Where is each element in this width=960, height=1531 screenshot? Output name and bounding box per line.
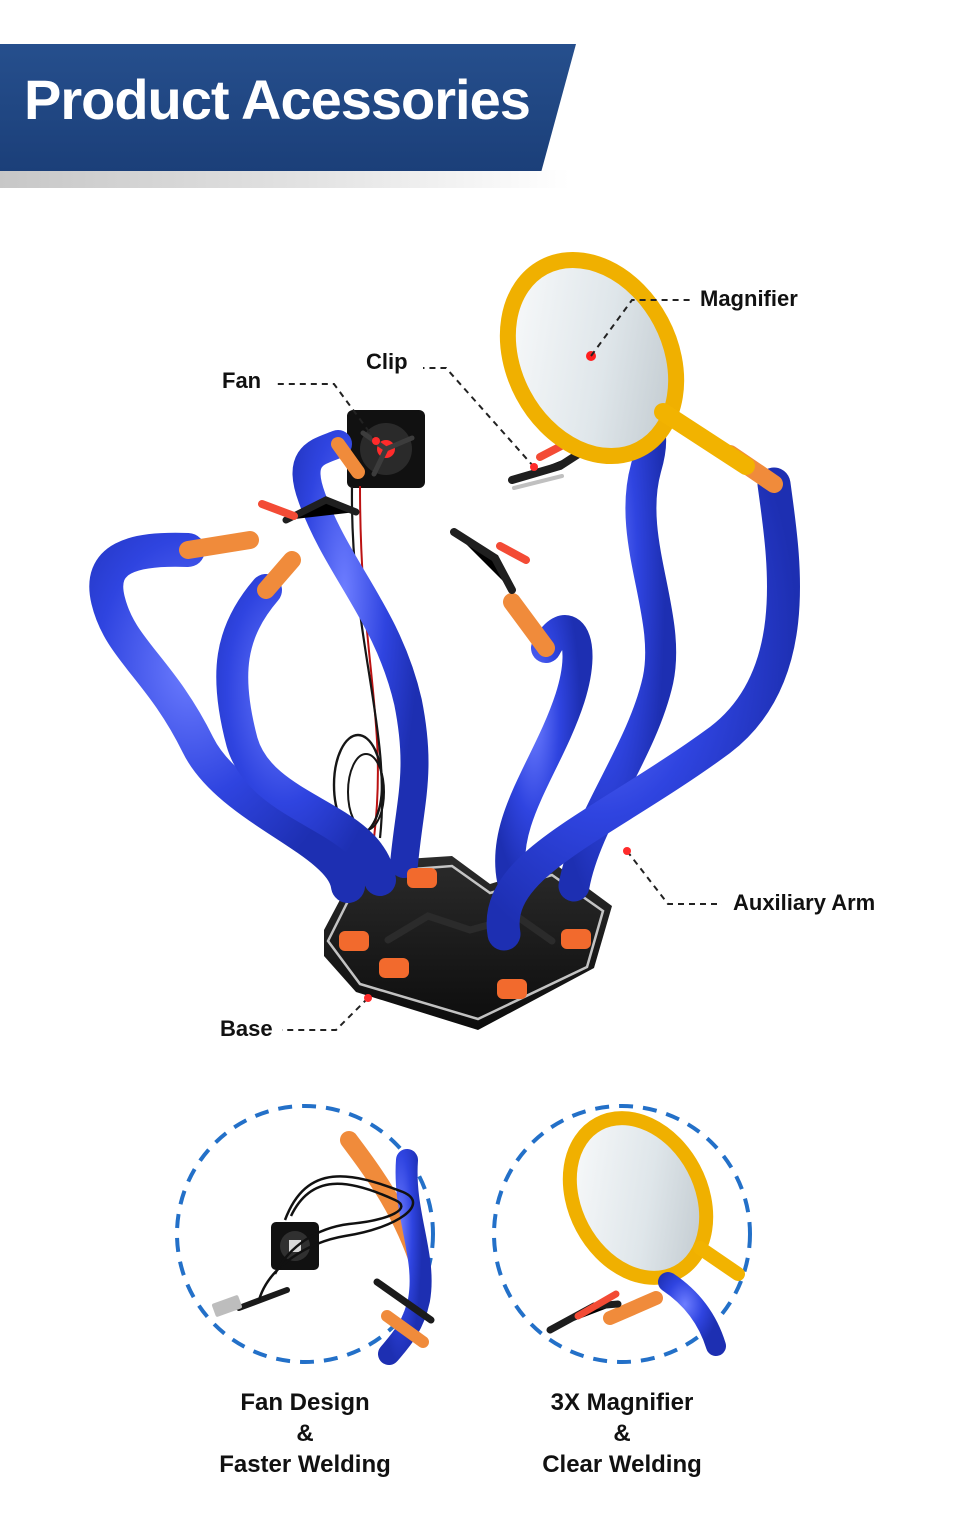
magnifier-graphic: [499, 251, 755, 475]
callout-lines-graphic: [276, 299, 722, 1031]
helping-hands-illustration: [89, 251, 800, 1031]
fan-feature-caption: Fan Design & Faster Welding: [145, 1387, 465, 1480]
clip-graphic: [258, 439, 584, 594]
product-illustration: Magnifier Clip Fan Auxiliary Arm Base: [0, 240, 960, 1060]
magnifier-feature-line-3: Clear Welding: [542, 1451, 702, 1478]
auxiliary-arms-graphic: [89, 394, 800, 951]
clip-label: Clip: [366, 349, 408, 374]
base-label: Base: [220, 1016, 273, 1041]
magnifier-feature-line-2: &: [613, 1420, 631, 1447]
page-title: Product Acessories: [24, 68, 531, 131]
fan-feature-line-3: Faster Welding: [219, 1451, 391, 1478]
fan-feature-line-1: Fan Design: [240, 1389, 370, 1416]
magnifier-label: Magnifier: [700, 286, 798, 311]
header-banner: Product Acessories: [0, 44, 600, 194]
fan-feature-line-2: &: [296, 1420, 314, 1447]
auxiliary-arm-label: Auxiliary Arm: [733, 890, 876, 915]
magnifier-feature-caption: 3X Magnifier & Clear Welding: [462, 1387, 782, 1480]
magnifier-feature-circle: [492, 1104, 752, 1364]
header-banner-shadow: [0, 170, 570, 188]
fan-graphic: [332, 410, 425, 839]
fan-label: Fan: [222, 368, 262, 393]
magnifier-feature-line-1: 3X Magnifier: [550, 1389, 694, 1416]
feature-magnifier: 3X Magnifier & Clear Welding: [462, 1102, 782, 1492]
fan-feature-circle: [175, 1104, 435, 1365]
feature-fan-design: Fan Design & Faster Welding: [145, 1102, 465, 1492]
header-banner-background: [0, 44, 576, 171]
